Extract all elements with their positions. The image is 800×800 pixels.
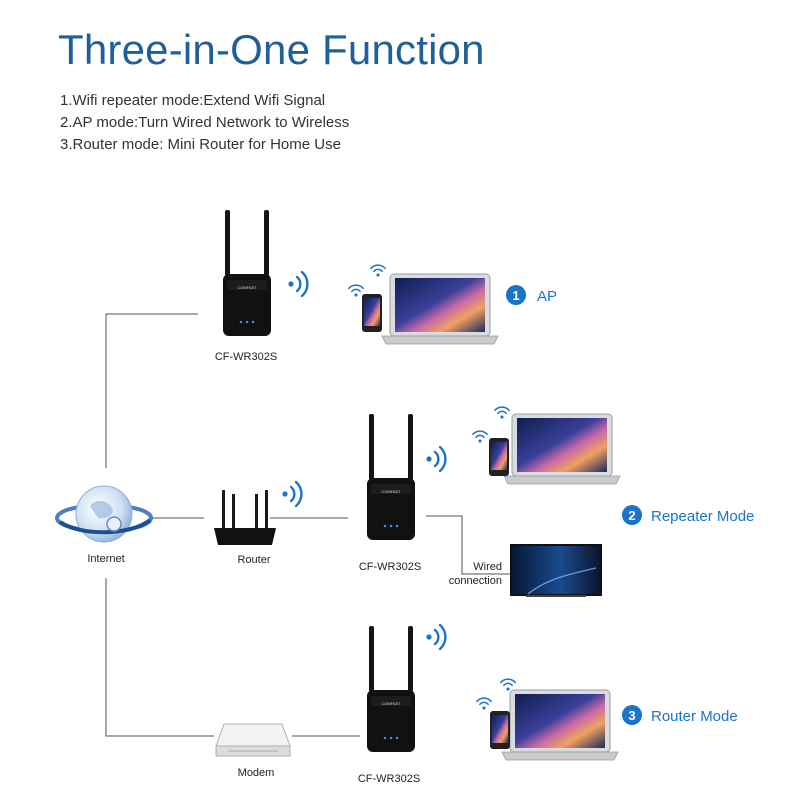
phone-icon — [489, 438, 509, 476]
device-repeater: COMFAST CF-WR302S — [359, 414, 447, 573]
modem-label: Modem — [238, 767, 275, 779]
wifi-signal-icon — [348, 284, 364, 298]
mode-number: 1 — [512, 288, 519, 303]
repeater-icon — [367, 414, 415, 540]
router-icon — [214, 490, 276, 545]
connection-label: connection — [449, 575, 502, 587]
wifi-signal-icon — [281, 480, 303, 508]
brand-logo: COMFAST — [381, 489, 401, 494]
line-wired-connection — [426, 515, 510, 575]
line-internet-to-modem — [105, 578, 214, 737]
feature-item-ap: 2.AP mode:Turn Wired Network to Wireless — [60, 114, 350, 131]
device-ap: COMFAST CF-WR302S — [215, 210, 309, 363]
laptop-icon — [503, 413, 621, 485]
mode-label-router: 3 Router Mode — [622, 705, 738, 725]
modem-icon — [215, 723, 291, 757]
wifi-signal-icon — [425, 623, 447, 651]
laptop-icon — [381, 273, 499, 345]
tv-icon — [510, 544, 602, 597]
device-label: CF-WR302S — [359, 561, 421, 573]
globe-icon — [55, 485, 153, 543]
wired-label: Wired — [473, 561, 502, 573]
feature-item-router: 3.Router mode: Mini Router for Home Use — [60, 136, 341, 153]
wifi-signal-icon — [472, 430, 488, 444]
brand-logo: COMFAST — [381, 701, 401, 706]
router-node: Router — [214, 480, 303, 566]
repeater-icon — [223, 210, 271, 336]
mode-name: Repeater Mode — [651, 508, 754, 525]
mode-name: AP — [537, 288, 557, 305]
mode-number: 3 — [628, 708, 635, 723]
connection-lines — [105, 313, 510, 737]
phone-icon — [490, 711, 510, 749]
clients-repeater — [472, 406, 621, 485]
page-title: Three-in-One Function — [58, 26, 485, 73]
wifi-signal-icon — [500, 678, 516, 692]
internet-node: Internet — [55, 485, 153, 565]
wifi-signal-icon — [476, 697, 492, 711]
mode-label-ap: 1 AP — [506, 285, 557, 305]
brand-logo: COMFAST — [237, 285, 257, 290]
mode-name: Router Mode — [651, 708, 738, 725]
line-internet-to-ap — [105, 313, 198, 468]
wired-tv: 58" Wired connection — [449, 544, 602, 597]
feature-list: 1.Wifi repeater mode:Extend Wifi Signal … — [60, 90, 349, 156]
device-label: CF-WR302S — [358, 773, 420, 785]
router-label: Router — [237, 554, 270, 566]
device-label: CF-WR302S — [215, 351, 277, 363]
feature-item-repeater: 1.Wifi repeater mode:Extend Wifi Signal — [60, 92, 326, 109]
device-router-mode: COMFAST CF-WR302S — [358, 623, 447, 785]
clients-router-mode — [476, 678, 619, 761]
modem-node: Modem — [215, 723, 291, 779]
mode-label-repeater: 2 Repeater Mode — [622, 505, 754, 525]
wifi-signal-icon — [425, 445, 447, 473]
wifi-signal-icon — [370, 264, 386, 278]
mode-number: 2 — [628, 508, 635, 523]
laptop-icon — [501, 689, 619, 761]
internet-label: Internet — [87, 553, 124, 565]
phone-icon — [362, 294, 382, 332]
repeater-icon — [367, 626, 415, 752]
wifi-signal-icon — [287, 270, 309, 298]
clients-ap — [348, 264, 499, 345]
tv-size-label: 58" — [586, 551, 595, 557]
wifi-signal-icon — [494, 406, 510, 420]
